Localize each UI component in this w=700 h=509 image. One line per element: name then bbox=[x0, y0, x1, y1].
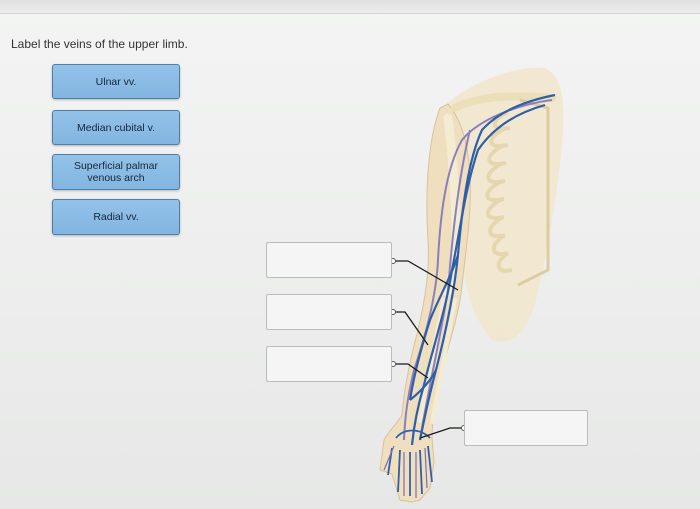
label-tile-superficial-palmar[interactable]: Superficial palmar venous arch bbox=[52, 154, 180, 190]
drop-target-3[interactable] bbox=[266, 346, 392, 382]
label-tile-ulnar[interactable]: Ulnar vv. bbox=[52, 64, 180, 99]
label-tile-radial[interactable]: Radial vv. bbox=[52, 199, 180, 235]
drop-target-1[interactable] bbox=[266, 242, 392, 278]
label-tile-median-cubital[interactable]: Median cubital v. bbox=[52, 110, 180, 145]
drop-target-4[interactable] bbox=[464, 410, 588, 446]
top-toolbar-strip bbox=[0, 0, 700, 14]
drop-target-2[interactable] bbox=[266, 294, 392, 330]
question-instruction: Label the veins of the upper limb. bbox=[11, 37, 188, 51]
